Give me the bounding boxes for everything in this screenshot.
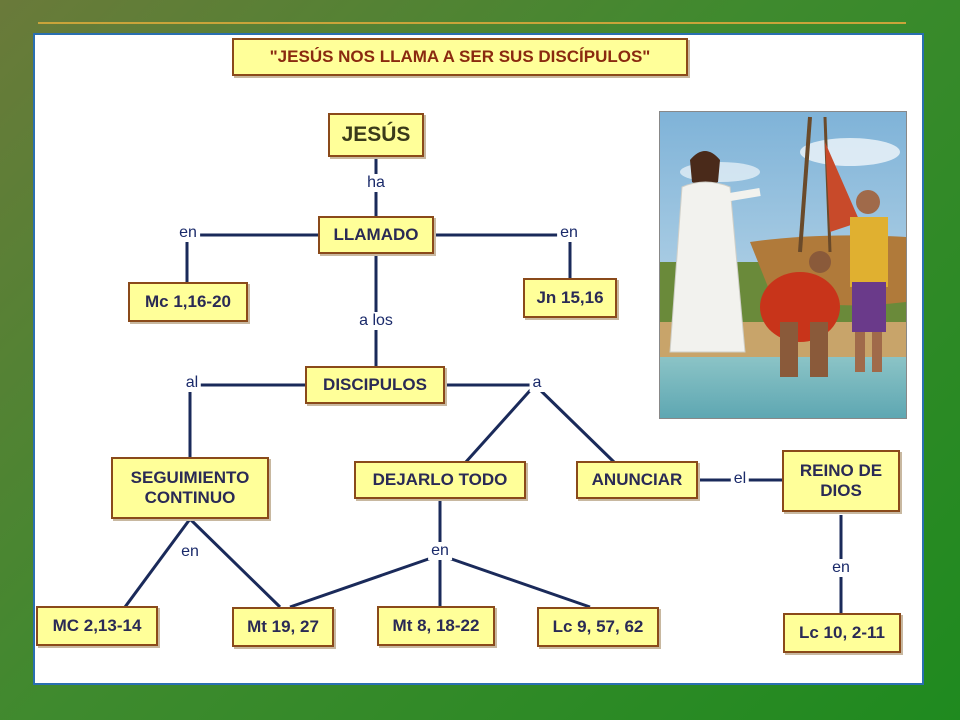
node-mt-19-27: Mt 19, 27	[232, 607, 334, 647]
node-jesus: JESÚS	[328, 113, 424, 157]
node-reino-de-dios: REINO DE DIOS	[782, 450, 900, 512]
top-decorative-line	[38, 22, 906, 24]
link-label-en-seguimiento: en	[178, 543, 202, 561]
node-discipulos: DISCIPULOS	[305, 366, 445, 404]
link-label-en-reino: en	[829, 559, 853, 577]
node-dejarlo-todo: DEJARLO TODO	[354, 461, 526, 499]
node-seguimiento-continuo: SEGUIMIENTO CONTINUO	[111, 457, 269, 519]
node-jn-15-16: Jn 15,16	[523, 278, 617, 318]
link-label-a: a	[529, 374, 545, 392]
node-lc-9-57-62: Lc 9, 57, 62	[537, 607, 659, 647]
link-label-al: al	[182, 374, 202, 392]
link-label-el: el	[730, 470, 750, 488]
node-anunciar: ANUNCIAR	[576, 461, 698, 499]
jesus-calling-fishermen-illustration	[659, 111, 907, 419]
link-label-ha: ha	[364, 174, 388, 192]
map-title: "JESÚS NOS LLAMA A SER SUS DISCÍPULOS"	[232, 38, 688, 76]
link-label-a-los: a los	[356, 312, 396, 330]
node-mt-8-18-22: Mt 8, 18-22	[377, 606, 495, 646]
node-llamado: LLAMADO	[318, 216, 434, 254]
node-mc-1-16-20: Mc 1,16-20	[128, 282, 248, 322]
concept-map-panel: "JESÚS NOS LLAMA A SER SUS DISCÍPULOS" J…	[33, 33, 924, 685]
link-label-en-left: en	[176, 224, 200, 242]
node-lc-10-2-11: Lc 10, 2-11	[783, 613, 901, 653]
link-label-en-right: en	[557, 224, 581, 242]
link-label-en-dejarlo: en	[428, 542, 452, 560]
node-mc-2-13-14: MC 2,13-14	[36, 606, 158, 646]
